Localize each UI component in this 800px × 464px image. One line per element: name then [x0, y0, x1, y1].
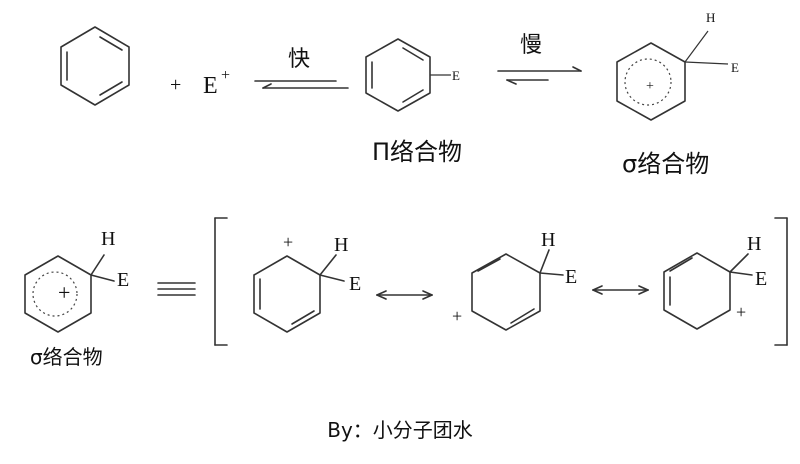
resonance-structure-2: [471, 249, 564, 331]
sigma-left-h: H: [101, 228, 115, 250]
resonance-1-charge: +: [283, 232, 293, 252]
sigma-left-charge: +: [58, 280, 70, 305]
sigma-left-label: σ络合物: [30, 345, 103, 369]
sigma-complex-charge: +: [646, 79, 654, 94]
resonance-3-h: H: [747, 233, 761, 255]
resonance-arrow-2: [592, 285, 649, 295]
pi-complex-label: Π络合物: [372, 138, 462, 166]
sigma-complex-structure: [616, 30, 729, 121]
plus-sign: +: [170, 74, 181, 96]
slow-equilibrium-arrow: [497, 66, 582, 85]
sigma-complex-h: H: [706, 10, 715, 25]
resonance-2-e: E: [565, 266, 577, 288]
fast-equilibrium-arrow: [254, 80, 349, 89]
resonance-structure-1: [253, 254, 345, 333]
resonance-bracket-left: [214, 217, 228, 346]
resonance-2-h: H: [541, 229, 555, 251]
resonance-2-charge: +: [452, 306, 462, 326]
sigma-left-e: E: [117, 269, 129, 291]
resonance-arrow-1: [376, 290, 433, 300]
benzene-structure: [60, 26, 130, 106]
sigma-complex-left-structure: [24, 254, 115, 333]
resonance-structure-3: [663, 252, 753, 330]
slow-label: 慢: [520, 33, 542, 58]
fast-label: 快: [288, 47, 310, 72]
resonance-1-e: E: [349, 273, 361, 295]
electrophile-charge: +: [221, 67, 230, 84]
resonance-3-e: E: [755, 268, 767, 290]
resonance-bracket-right: [774, 217, 788, 346]
pi-complex-structure: [365, 38, 451, 112]
sigma-complex-label: σ络合物: [622, 150, 709, 178]
equivalence-sign: [157, 282, 196, 296]
resonance-3-charge: +: [736, 302, 746, 322]
sigma-complex-e: E: [731, 60, 739, 75]
author-credit: By：小分子团水: [327, 418, 473, 442]
pi-complex-substituent: E: [452, 68, 460, 83]
resonance-1-h: H: [334, 234, 348, 256]
electrophile-label: E: [203, 73, 218, 99]
